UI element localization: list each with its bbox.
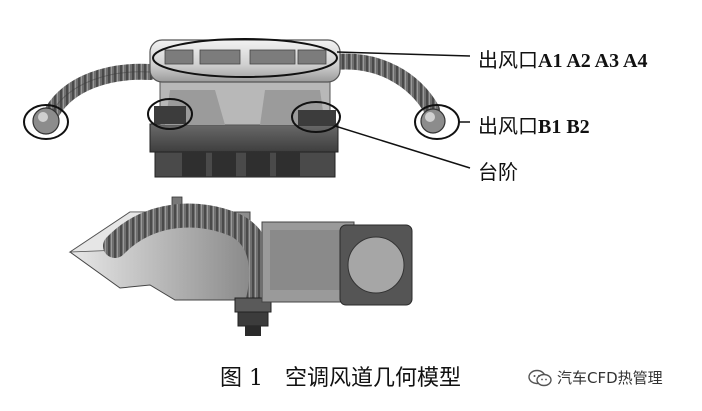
outlet-a-marker xyxy=(152,38,338,78)
watermark: 汽车CFD热管理 xyxy=(527,367,663,388)
side-view-model xyxy=(68,196,413,336)
right-hose xyxy=(327,53,440,118)
wechat-logo-icon xyxy=(528,369,552,386)
outlet-b-label: 出风口B1 B2 xyxy=(478,110,590,139)
outlet-b-left xyxy=(154,106,186,124)
top-view-model xyxy=(23,38,471,178)
side-hose xyxy=(103,203,274,312)
left-hose xyxy=(44,63,158,120)
fan-disc xyxy=(347,236,405,294)
outlet-b-codes: B1 B2 xyxy=(538,116,590,138)
outlet-b-left-marker xyxy=(147,98,193,130)
outlet-a-label: 出风口A1 A2 A3 A4 xyxy=(478,44,647,73)
outlet-b-prefix: 出风口 xyxy=(478,114,538,138)
outlet-b-right-marker xyxy=(291,101,341,133)
outlet-a-prefix: 出风口 xyxy=(478,48,538,72)
figure-caption: 图 1 空调风道几何模型 xyxy=(220,366,461,391)
outlet-b-right xyxy=(298,110,336,126)
outlet-a-codes: A1 A2 A3 A4 xyxy=(538,50,648,72)
step-label: 台阶 xyxy=(478,160,518,184)
leader-outlet-a xyxy=(336,51,471,57)
watermark-text: 汽车CFD热管理 xyxy=(557,369,663,387)
left-knob-marker xyxy=(23,104,69,140)
leader-step xyxy=(334,125,471,169)
